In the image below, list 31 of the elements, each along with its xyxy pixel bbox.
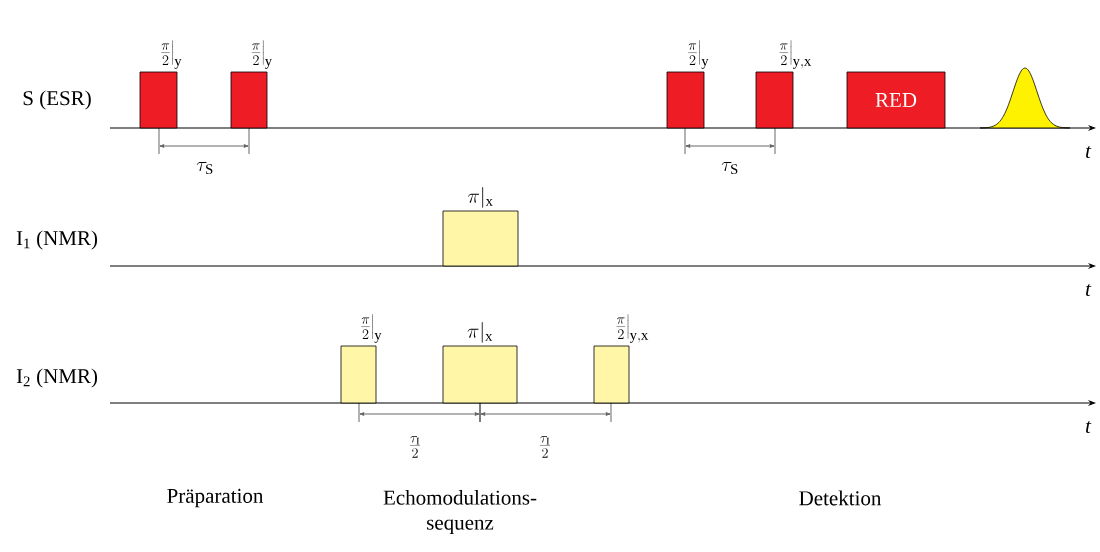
interval-label: $\frac{\tau_{\mathrm{I}}}{2}$ [409,436,421,458]
channel-label: I$_{2}$ (NMR) [16,368,98,388]
pulse-label: $\left.\frac{\pi}{2}\right|_{\mathrm{y}}$ [161,40,182,69]
pulse-box [230,71,268,129]
pulse-box [593,345,630,404]
channel-label: I$_{1}$ (NMR) [16,230,98,250]
axis-label: t [1086,284,1092,296]
section-label: Echomodulations- sequenz [383,490,537,535]
pulse-box [139,71,178,129]
interval-label: $\tau_{\mathrm{S}}$ [196,161,213,175]
pulse-label: $\pi|_{\mathrm{x}}$ [467,322,493,343]
axis-label: t [1086,146,1092,158]
pulse-label: $\pi|_{\mathrm{x}}$ [468,187,493,208]
pulse-label: $\left.\frac{\pi}{2}\right|_{\mathrm{y,x}}$ [616,314,649,343]
section-label: Detektion [799,490,882,506]
pulse-box [666,71,705,129]
pulse-box [442,210,519,267]
pulse-box [340,345,377,404]
pulse-box [442,345,518,404]
axis-label: t [1086,421,1092,433]
interval-label: $\frac{\tau_{\mathrm{I}}}{2}$ [539,436,551,458]
pulse-label: $\left.\frac{\pi}{2}\right|_{\mathrm{y}}$ [688,40,709,69]
channel-label: S (ESR) [23,90,91,110]
pulse-box: RED [846,71,946,129]
pulse-label: $\left.\frac{\pi}{2}\right|_{\mathrm{y,x}}$ [779,40,812,69]
pulse-label: $\left.\frac{\pi}{2}\right|_{\mathrm{y}}$ [361,314,382,343]
echo-signal [979,67,1071,129]
pulse-box [755,71,794,129]
section-label: Präparation [167,488,264,508]
pulse-label: $\left.\frac{\pi}{2}\right|_{\mathrm{y}}$ [251,40,273,69]
interval-label: $\tau_{\mathrm{S}}$ [721,161,738,175]
